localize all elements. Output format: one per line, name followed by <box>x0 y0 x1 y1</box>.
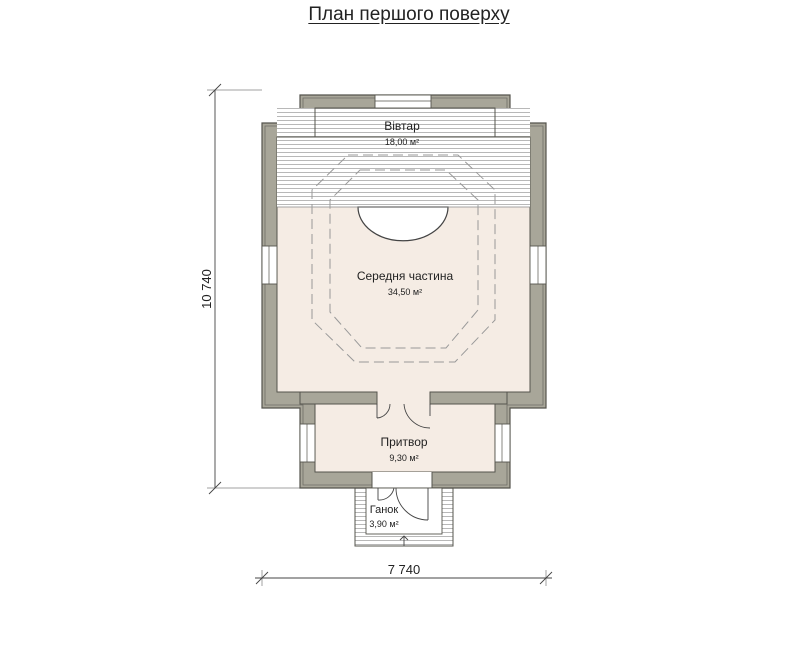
porch-label: Ганок <box>370 504 399 516</box>
ceiling-outline <box>311 154 496 363</box>
window-top <box>374 94 432 109</box>
page-title: План першого поверху <box>308 4 510 25</box>
ambo-arc <box>357 206 449 242</box>
narthex-area: 9,30 м² <box>389 453 418 463</box>
partition-wall-right <box>429 391 508 405</box>
nave-area: 34,50 м² <box>388 287 422 297</box>
window-narthex-left <box>299 423 316 463</box>
altar-label: Вівтар <box>384 119 420 133</box>
porch-area: 3,90 м² <box>369 519 398 529</box>
altar-floor <box>277 108 530 207</box>
narthex-label: Притвор <box>380 435 427 449</box>
dimension-width: 7 740 <box>388 562 421 577</box>
interior-door <box>376 403 391 419</box>
dimension-height: 10 740 <box>199 269 214 309</box>
entrance-door <box>372 472 432 488</box>
window-narthex-right <box>494 423 511 463</box>
partition-wall-left <box>299 391 378 405</box>
window-left <box>261 245 278 285</box>
altar-area: 18,00 м² <box>385 137 419 147</box>
nave-label: Середня частина <box>357 269 454 283</box>
